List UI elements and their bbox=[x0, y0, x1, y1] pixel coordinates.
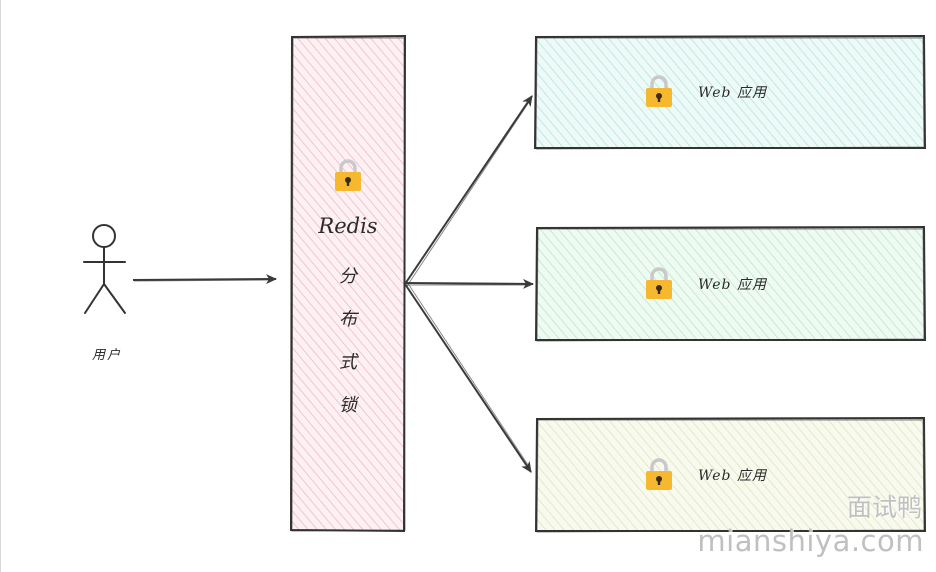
redis-label-char: 分 bbox=[339, 266, 357, 287]
redis-label-char: 锁 bbox=[339, 395, 357, 416]
watermark-url: mianshiya.com bbox=[697, 524, 924, 558]
web-app-label: Web 应用 bbox=[698, 85, 767, 101]
lock-icon bbox=[646, 75, 672, 107]
arrow-user-to-redis bbox=[132, 274, 277, 285]
redis-lock-box bbox=[289, 34, 407, 533]
lock-icon bbox=[335, 159, 361, 191]
web-app-box-3 bbox=[534, 416, 927, 533]
redis-title: Redis bbox=[318, 214, 378, 238]
redis-label-char: 式 bbox=[339, 352, 357, 373]
web-app-box-2 bbox=[534, 225, 927, 342]
left-border bbox=[0, 0, 1, 572]
lock-icon bbox=[646, 458, 672, 490]
arrows-redis-to-apps bbox=[404, 95, 534, 473]
web-app-label: Web 应用 bbox=[698, 277, 767, 293]
user-label: 用户 bbox=[92, 348, 123, 363]
redis-label-char: 布 bbox=[339, 309, 357, 330]
user-figure bbox=[83, 224, 126, 314]
lock-icon bbox=[646, 267, 672, 299]
web-app-label: Web 应用 bbox=[698, 468, 767, 484]
watermark-title: 面试鸭 bbox=[846, 493, 922, 522]
web-app-box-1 bbox=[533, 34, 927, 150]
